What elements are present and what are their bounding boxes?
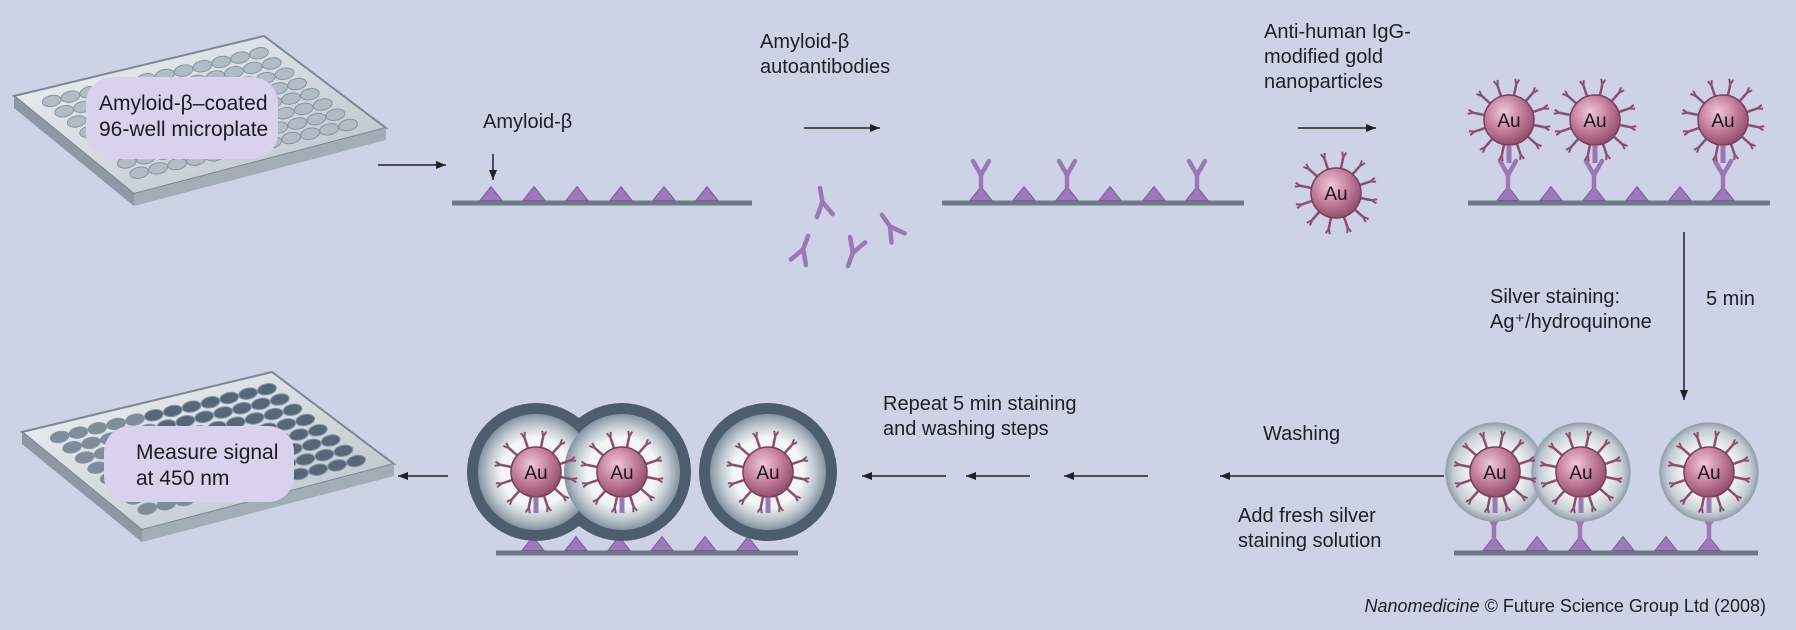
plate-well [249, 47, 269, 60]
add-fresh-silver-label: Add fresh silver staining solution [1238, 505, 1382, 552]
plate-well [333, 444, 354, 458]
plate-well [346, 454, 366, 468]
plate-well [325, 108, 346, 122]
amyloid-beta-triangle [1098, 186, 1122, 201]
gold-core [1483, 94, 1535, 146]
au-label: Au [1697, 463, 1720, 484]
au-label: Au [1497, 111, 1520, 132]
gold-core [1569, 94, 1621, 146]
antibody-icon [973, 161, 989, 189]
plate-side [14, 96, 134, 206]
au-label: Au [1711, 111, 1734, 132]
plate-side [22, 432, 142, 542]
gold-nanoparticle: Au [1667, 430, 1751, 514]
plate-well [261, 57, 282, 70]
amyloid-beta-triangle [1012, 186, 1036, 201]
plate-well [300, 88, 320, 101]
plate-well [269, 393, 290, 406]
label-pill [86, 77, 278, 159]
gold-nanoparticle: Au [494, 430, 578, 514]
plate-well [282, 403, 303, 417]
amyloid-beta-triangle [1611, 536, 1635, 551]
copyright-credit: Nanomedicine © Future Science Group Ltd … [1364, 596, 1767, 616]
au-label: Au [524, 463, 547, 484]
gold-nanoparticle: Au [1467, 78, 1551, 162]
plate-well [312, 98, 333, 111]
plate-well [320, 434, 341, 447]
antibody-icon [1586, 161, 1602, 189]
gold-nanoparticle: Au [726, 430, 810, 514]
au-label: Au [1324, 184, 1347, 205]
antibody-icon [840, 237, 865, 269]
au-label: Au [756, 463, 779, 484]
plate-well [295, 413, 316, 427]
amyloid-beta-triangle [695, 186, 719, 201]
washing-label: Washing [1263, 423, 1341, 445]
amyloid-beta-triangle [652, 186, 676, 201]
amyloid-beta-triangle [1668, 186, 1692, 201]
gold-core [1697, 94, 1749, 146]
amyloid-beta-triangle [609, 186, 633, 201]
amyloid-beta-triangle [1654, 536, 1678, 551]
gold-core [1310, 167, 1362, 219]
plate-side [142, 464, 394, 542]
antibody-icon [812, 187, 833, 217]
amyloid-beta-triangle [479, 186, 503, 201]
autoantibodies-label: Amyloid-β autoantibodies [760, 31, 891, 78]
gold-core [1555, 446, 1607, 498]
plate-coated-label: Amyloid-β–coated 96-well microplate [99, 92, 269, 141]
gold-nanoparticle: Au [1553, 78, 1637, 162]
au-label: Au [1583, 111, 1606, 132]
amyloid-beta-triangle [564, 536, 588, 551]
amyloid-beta-triangle [1625, 186, 1649, 201]
gold-nanoparticles-label: Anti-human IgG- modified gold nanopartic… [1264, 21, 1411, 93]
au-label: Au [1569, 463, 1592, 484]
gold-core [742, 446, 794, 498]
gold-nanoparticle: Au [1681, 78, 1765, 162]
antibody-icon [1189, 161, 1205, 189]
antibody-icon [1715, 161, 1731, 189]
gold-nanoparticle: Au [580, 430, 664, 514]
plate-well [338, 118, 358, 132]
au-label: Au [610, 463, 633, 484]
gold-core [510, 446, 562, 498]
gold-core [1683, 446, 1735, 498]
amyloid-label: Amyloid-β [483, 111, 573, 133]
amyloid-beta-triangle [650, 536, 674, 551]
amyloid-beta-triangle [1525, 536, 1549, 551]
antibody-icon [791, 233, 816, 265]
amyloid-beta-triangle [565, 186, 589, 201]
plate-well [287, 77, 308, 91]
antibody-icon [1500, 161, 1516, 189]
five-min-label: 5 min [1706, 288, 1755, 310]
amyloid-beta-triangle [1539, 186, 1563, 201]
amyloid-beta-triangle [522, 186, 546, 201]
measure-signal-label: Measure signal at 450 nm [136, 441, 279, 490]
antibody-icon [875, 210, 904, 242]
plate-side [134, 128, 386, 206]
amyloid-beta-triangle [693, 536, 717, 551]
gold-core [1469, 446, 1521, 498]
process-arrows [378, 124, 1688, 480]
gold-nanoparticle: Au [1294, 151, 1378, 235]
silver-staining-label: Silver staining: Ag⁺/hydroquinone [1490, 286, 1652, 333]
substrate-lines [452, 200, 1770, 556]
au-label: Au [1483, 463, 1506, 484]
gold-nanoparticle: Au [1453, 430, 1537, 514]
plate-well [257, 383, 277, 396]
gold-core [596, 446, 648, 498]
plate-well [274, 67, 295, 81]
label-pill [104, 426, 294, 502]
gold-nanoparticle: Au [1539, 430, 1623, 514]
plate-well [308, 424, 328, 437]
antibody-icon [1059, 161, 1075, 189]
repeat-steps-label: Repeat 5 min staining and washing steps [883, 393, 1077, 440]
amyloid-beta-triangle [1142, 186, 1166, 201]
